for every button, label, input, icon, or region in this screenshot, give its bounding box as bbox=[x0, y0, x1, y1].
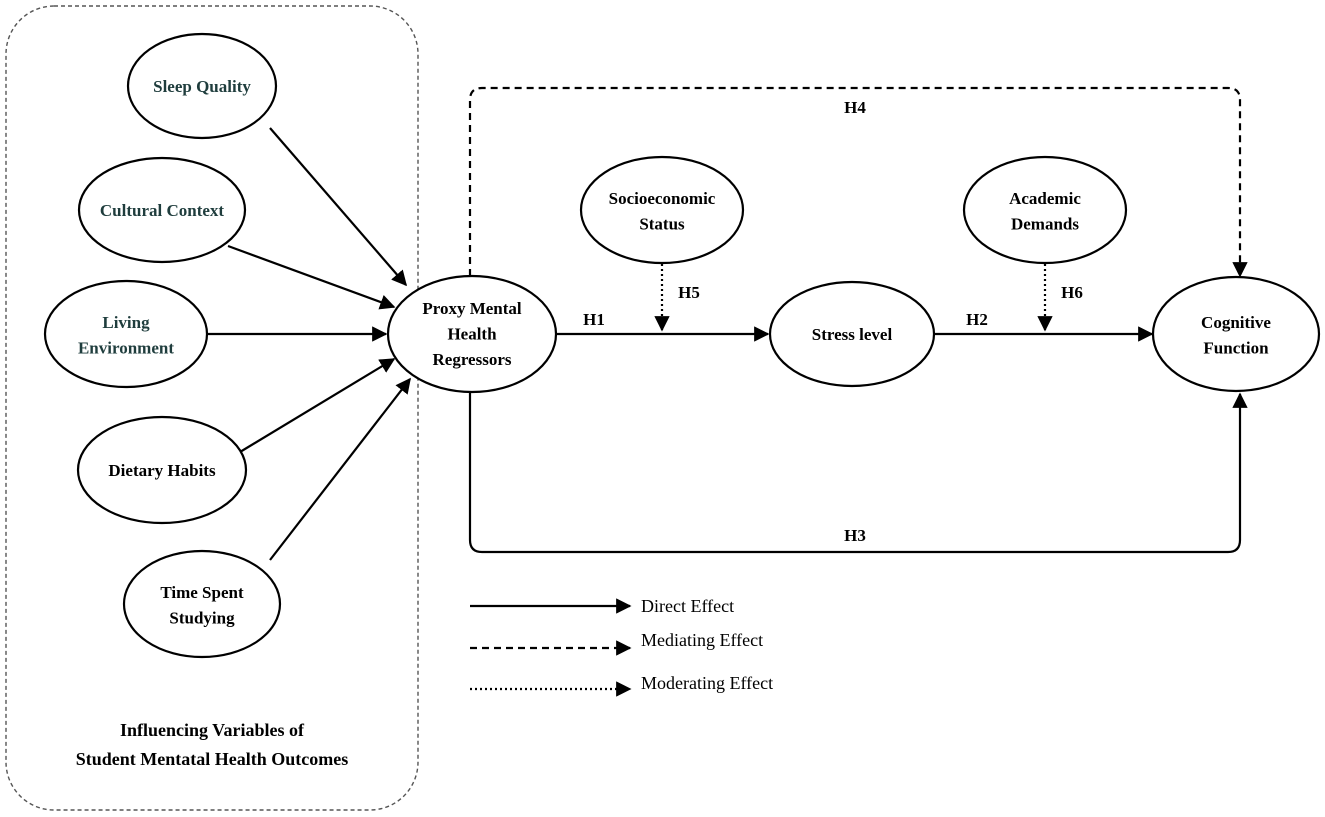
node-label-line: Health bbox=[447, 325, 497, 344]
node-dietary-habits: Dietary Habits bbox=[76, 415, 248, 525]
label-h2: H2 bbox=[966, 310, 988, 329]
label-h5: H5 bbox=[678, 283, 700, 302]
node-sleep-quality-label: Sleep Quality bbox=[153, 77, 251, 96]
label-h4: H4 bbox=[844, 98, 866, 117]
node-label-line: Studying bbox=[169, 609, 235, 628]
node-stress-level-label: Stress level bbox=[812, 325, 893, 344]
node-label-line: Dietary Habits bbox=[108, 461, 216, 480]
edge-cultural-to-proxy bbox=[227, 244, 396, 310]
edge-h4-mediating bbox=[468, 86, 1248, 278]
node-label-line: Living bbox=[102, 313, 150, 332]
node-label-line: Socioeconomic bbox=[609, 189, 716, 208]
node-cultural-context: Cultural Context bbox=[77, 156, 247, 264]
node-cultural-context-label: Cultural Context bbox=[100, 201, 225, 220]
legend-direct-label: Direct Effect bbox=[641, 596, 734, 616]
node-label-line: Proxy Mental bbox=[422, 299, 522, 318]
node-dietary-habits-label: Dietary Habits bbox=[108, 461, 216, 480]
edge-h3-proxy-to-cognitive bbox=[468, 392, 1248, 554]
node-label-line: Function bbox=[1203, 339, 1269, 358]
node-label-line: Stress level bbox=[812, 325, 893, 344]
edge-sleep-to-proxy bbox=[269, 127, 408, 287]
edge-studying-to-proxy bbox=[269, 377, 411, 561]
node-label-line: Cognitive bbox=[1201, 313, 1271, 332]
label-h1: H1 bbox=[583, 310, 605, 329]
legend-mediating-label: Mediating Effect bbox=[641, 630, 763, 650]
node-label-line: Regressors bbox=[433, 350, 512, 369]
node-label-line: Demands bbox=[1011, 215, 1079, 234]
group-title-line2: Student Mentatal Health Outcomes bbox=[76, 749, 348, 769]
group-title-line1: Influencing Variables of bbox=[120, 720, 305, 740]
legend: Direct Effect Mediating Effect Moderatin… bbox=[470, 596, 773, 697]
node-sleep-quality: Sleep Quality bbox=[126, 32, 278, 140]
node-label-line: Cultural Context bbox=[100, 201, 225, 220]
node-label-line: Time Spent bbox=[160, 583, 244, 602]
node-stress-level: Stress level bbox=[768, 280, 936, 388]
label-h6: H6 bbox=[1061, 283, 1083, 302]
influencing-variables-group bbox=[5, 5, 419, 811]
node-label-line: Environment bbox=[78, 339, 174, 358]
legend-moderating-label: Moderating Effect bbox=[641, 673, 773, 693]
node-label-line: Status bbox=[639, 215, 685, 234]
label-h3: H3 bbox=[844, 526, 866, 545]
node-label-line: Academic bbox=[1009, 189, 1081, 208]
node-label-line: Sleep Quality bbox=[153, 77, 251, 96]
edge-dietary-to-proxy bbox=[239, 358, 396, 453]
